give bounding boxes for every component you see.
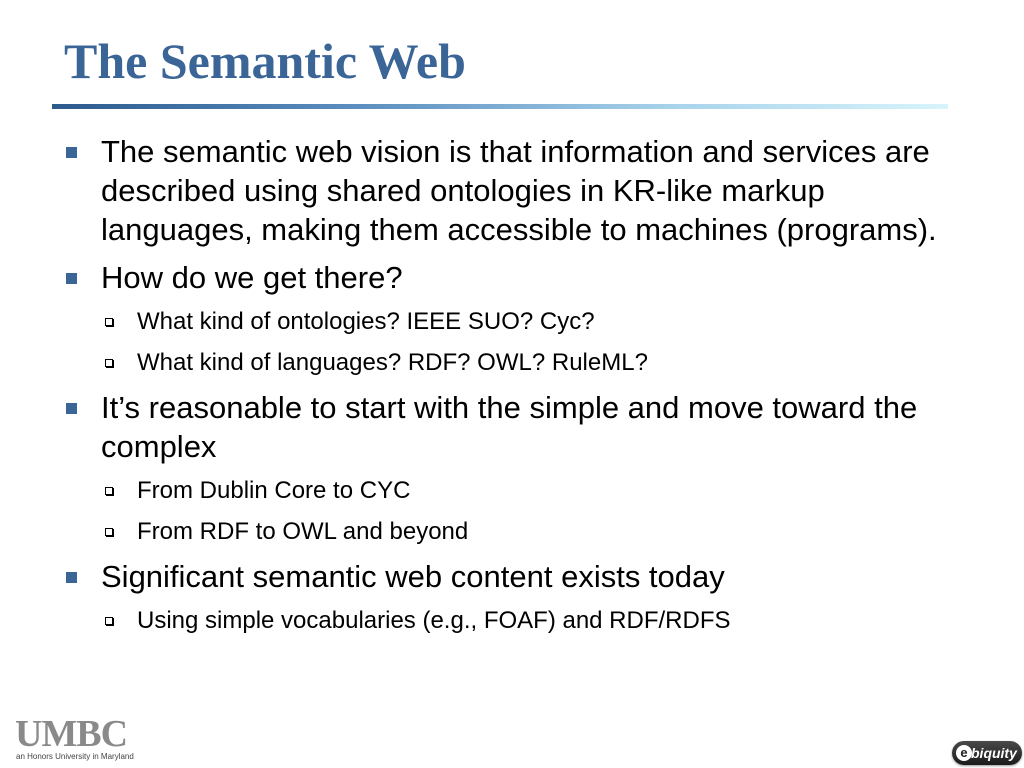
- umbc-logo: UMBC an Honors University in Maryland: [15, 714, 141, 764]
- bullet-text: It’s reasonable to start with the simple…: [101, 390, 918, 464]
- square-bullet-icon: [66, 147, 77, 158]
- ebiquity-e-icon: e: [956, 745, 972, 761]
- square-bullet-icon: [66, 273, 77, 284]
- ebiquity-logo-word: biquity: [971, 745, 1017, 761]
- square-bullet-icon: [66, 572, 77, 583]
- slide-title: The Semantic Web: [64, 33, 466, 89]
- bullet-text: How do we get there?: [101, 260, 403, 295]
- sub-bullet-item: From RDF to OWL and beyond: [0, 516, 1024, 548]
- bullet-list: The semantic web vision is that informat…: [0, 132, 1024, 646]
- umbc-logo-name: UMBC: [15, 713, 128, 755]
- bullet-text: The semantic web vision is that informat…: [101, 134, 937, 247]
- hollow-square-bullet-icon: [105, 617, 113, 625]
- sub-bullet-item: What kind of ontologies? IEEE SUO? Cyc?: [0, 306, 1024, 338]
- bullet-item: The semantic web vision is that informat…: [0, 132, 1024, 249]
- hollow-square-bullet-icon: [105, 359, 113, 367]
- umbc-logo-tagline: an Honors University in Maryland: [16, 752, 134, 761]
- sub-bullet-text: What kind of languages? RDF? OWL? RuleML…: [137, 349, 648, 376]
- sub-bullet-text: Using simple vocabularies (e.g., FOAF) a…: [137, 607, 731, 634]
- square-bullet-icon: [66, 403, 77, 414]
- bullet-item: Significant semantic web content exists …: [0, 557, 1024, 596]
- sub-bullet-text: From Dublin Core to CYC: [137, 477, 411, 504]
- bullet-item: It’s reasonable to start with the simple…: [0, 388, 1024, 466]
- hollow-square-bullet-icon: [105, 487, 113, 495]
- ebiquity-logo: e biquity: [952, 741, 1022, 765]
- hollow-square-bullet-icon: [105, 528, 113, 536]
- sub-bullet-item: Using simple vocabularies (e.g., FOAF) a…: [0, 605, 1024, 637]
- sub-bullet-text: From RDF to OWL and beyond: [137, 518, 469, 545]
- sub-bullet-item: What kind of languages? RDF? OWL? RuleML…: [0, 347, 1024, 379]
- sub-bullet-text: What kind of ontologies? IEEE SUO? Cyc?: [137, 308, 595, 335]
- bullet-text: Significant semantic web content exists …: [101, 559, 725, 594]
- hollow-square-bullet-icon: [105, 318, 113, 326]
- title-divider: [52, 104, 948, 109]
- sub-bullet-item: From Dublin Core to CYC: [0, 475, 1024, 507]
- bullet-item: How do we get there?: [0, 258, 1024, 297]
